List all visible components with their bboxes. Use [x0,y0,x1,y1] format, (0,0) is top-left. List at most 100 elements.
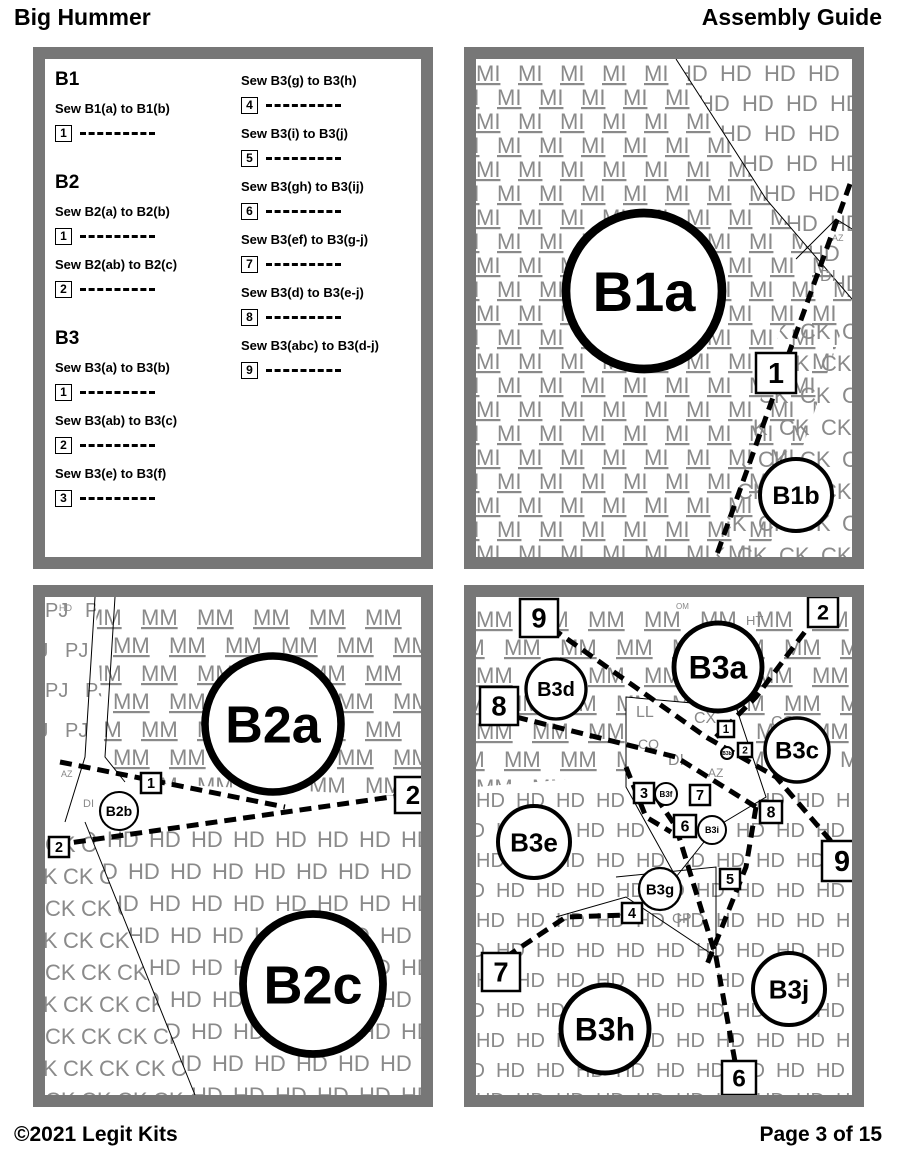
step: Sew B3(ef) to B3(g-j) 7 [241,232,421,285]
step: Sew B3(i) to B3(j) 5 [241,126,421,179]
fabric-code-label: MI [476,373,479,398]
piece-outline [555,896,717,958]
fabric-code-label: MI [686,541,710,557]
fabric-code-label: MI [518,157,542,182]
fabric-code-label: MM [225,633,262,658]
step-marker: 7 [241,254,421,274]
fabric-code-label: HD [764,181,796,206]
fabric-code-label: HD [476,820,485,842]
step-marker: 1 [55,123,235,143]
piece-circle [239,910,387,1058]
step-text: Sew B3(gh) to B3(ij) [241,179,364,194]
fabric-code-label: MM [756,607,793,632]
fabric-code-label: MM [85,717,122,742]
fabric-code-label: HD [556,970,585,992]
b1-diagram: MIMIMIMIMIMIMIMIMIMIMIMIMIMIMIMIMIMIMIMI… [476,59,852,557]
dash-line-icon [80,234,155,238]
fabric-code-label: HD [107,891,139,916]
piece-circle [201,652,345,796]
fabric-code-label: CK [45,960,76,985]
fabric-code-label: HD [338,1051,370,1076]
piece-label-text: B1b [772,482,819,510]
group-title: B2 [55,172,80,193]
fabric-code-label: MI [602,157,626,182]
fabric-code-label: MI [560,109,584,134]
dash-line-icon [266,368,341,372]
piece-circle [697,815,727,845]
fabric-code-di: DI [820,268,836,285]
seam-line [504,912,627,960]
seam-number-box: 2 [393,775,421,815]
fabric-code-label: HD [756,850,785,872]
piece-circle [561,208,727,374]
piece-outline [675,59,852,300]
fabric-code-label: HD [380,923,412,948]
seam-number-frame [672,813,698,839]
fabric-code-label: CK [45,1056,58,1081]
fabric-code-label: CK [779,543,810,557]
fabric-code-label: MI [518,349,542,374]
fabric-code-label: HD [516,1090,545,1095]
seam-number-box: 9 [820,839,852,883]
fabric-code-label: MI [623,85,647,110]
seam-number-frame [518,597,560,639]
fabric-code-label: MI [581,181,605,206]
fabric-code-label: MI [728,541,752,557]
fabric-code-label: MM [784,691,821,716]
fabric-code-label: CK [81,1024,112,1049]
piece-label-b3j: B3j [751,951,827,1027]
seam-number-box: 2 [736,741,754,759]
fabric-code-label: MI [581,85,605,110]
fabric-code-label: CK [99,1056,130,1081]
fabric-code-label: HD [676,970,705,992]
fabric-code-label: HD [836,910,852,932]
fabric-code-label: MI [497,373,521,398]
fabric-code-label: HD [338,859,370,884]
fabric-code-label: PJ [85,680,108,702]
fabric-code-label: MI [497,277,521,302]
seam-line [59,759,286,810]
fabric-code-label: HD [742,91,774,116]
fabric-code-label: HD [191,1083,223,1095]
step-text: Sew B3(ef) to B3(g-j) [241,232,369,247]
fabric-code-label: MI [707,421,731,446]
seam-line [54,792,406,848]
seam-number: 2 [406,782,420,810]
kit-name: Big Hummer [14,4,151,30]
fabric-code-label: MI [623,181,647,206]
fabric-code-label: MM [476,607,513,632]
seam-number-box: 4 [620,901,644,925]
fabric-code-label: PJ [45,680,68,702]
fabric-code-label: HD [796,910,825,932]
step-number-box: 1 [55,227,72,245]
fabric-code-label: MI [476,517,479,542]
seam-line [703,806,759,968]
fabric-code-label: MI [539,277,563,302]
copyright: ©2021 Legit Kits [14,1123,178,1146]
fabric-code-label: MM [169,689,206,714]
fabric-code-label: MI [665,469,689,494]
fabric-code-label: CK [117,960,148,985]
fabric-code-label: MI [560,157,584,182]
fabric-code-label: MI [476,541,500,557]
fabric-code-label: HD [233,891,265,916]
seam-number: 6 [732,1066,746,1093]
fabric-code-label: MM [476,663,513,688]
fabric-code-label: HD [317,827,349,852]
step-marker: 8 [241,307,421,327]
fabric-code-label: HD [656,940,685,962]
step-text: Sew B3(a) to B3(b) [55,360,170,375]
fabric-code-label: PJ [65,720,88,742]
piece-label-text: B3b [722,751,731,757]
fabric-code-label: MI [476,301,500,326]
fabric-code-di: DI [83,798,94,810]
fabric-code-label: MI [476,349,500,374]
fabric-code-label: HD [476,910,505,932]
fabric-code-label: HD [808,121,840,146]
fabric-code-label: MI [581,517,605,542]
step-text: Sew B2(ab) to B2(c) [55,257,178,272]
fabric-code-label: HD [636,1090,665,1095]
